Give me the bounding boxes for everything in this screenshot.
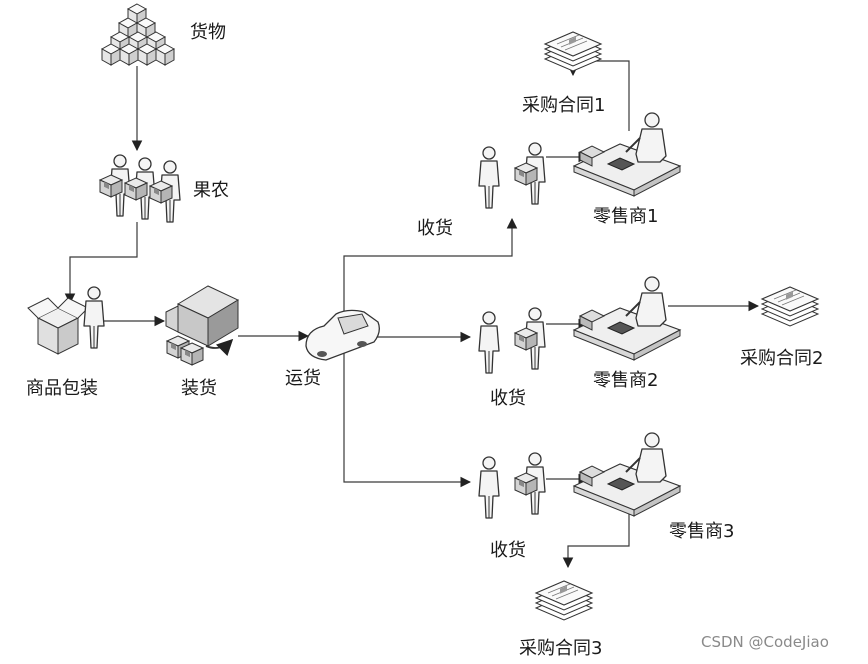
car-icon xyxy=(305,309,380,361)
watermark: CSDN @CodeJiao xyxy=(701,633,829,651)
retailer-1-desk-icon xyxy=(573,112,681,197)
receive-2-icon xyxy=(478,308,545,374)
shipping-label: 运货 xyxy=(285,368,321,389)
retailer-1-label: 零售商1 xyxy=(593,206,659,227)
receive-1-icon xyxy=(478,143,545,209)
retailer-2-desk-icon xyxy=(573,276,681,361)
goods-cubes-icon xyxy=(101,3,175,66)
contract-1-paper-icon xyxy=(544,31,602,72)
contract-2-label: 采购合同2 xyxy=(740,348,824,369)
loading-truck-icon xyxy=(165,285,240,366)
contract-2-paper-icon xyxy=(761,286,819,327)
receive-3-label: 收货 xyxy=(490,540,526,561)
receive-2-label: 收货 xyxy=(490,388,526,409)
loading-label: 装货 xyxy=(181,378,217,399)
packaging-icon xyxy=(27,286,105,355)
retailer-3-label: 零售商3 xyxy=(669,521,735,542)
contract-3-label: 采购合同3 xyxy=(519,638,603,659)
retailer-3-desk-icon xyxy=(573,432,681,517)
farmer-label: 果农 xyxy=(193,180,229,201)
receive-3-icon xyxy=(478,453,545,519)
contract-1-label: 采购合同1 xyxy=(522,95,606,116)
farmer-group-icon xyxy=(100,155,180,222)
contract-3-paper-icon xyxy=(535,580,593,621)
retailer-2-label: 零售商2 xyxy=(593,370,659,391)
receive-1-label: 收货 xyxy=(417,218,453,239)
packaging-label: 商品包装 xyxy=(26,378,98,399)
goods-label: 货物 xyxy=(190,22,226,43)
